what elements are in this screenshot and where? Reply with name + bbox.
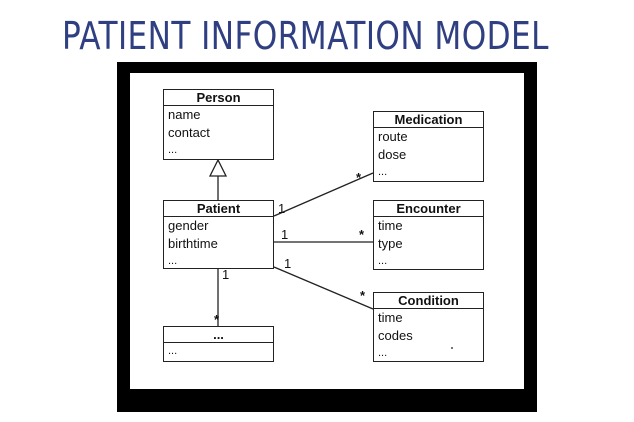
patient-condition-connector bbox=[273, 266, 374, 310]
encounter-attribute-type: type bbox=[378, 236, 403, 251]
condition-attribute-more: ... bbox=[378, 347, 388, 359]
connector-layer bbox=[208, 158, 374, 326]
condition-target-multiplicity: * bbox=[360, 288, 366, 303]
person-attributes: name contact ... bbox=[164, 106, 273, 160]
patient-attribute-more: ... bbox=[168, 255, 178, 267]
patient-attribute-birthtime: birthtime bbox=[168, 236, 218, 251]
condition-attributes: time codes ... bbox=[374, 309, 483, 363]
other-target-multiplicity: * bbox=[214, 312, 220, 327]
other-patient-multiplicity: 1 bbox=[222, 267, 230, 282]
condition-class-name: Condition bbox=[374, 293, 483, 309]
page-title: PATIENT INFORMATION MODEL bbox=[62, 14, 549, 58]
medication-class: Medication route dose ... bbox=[373, 111, 484, 182]
medication-attribute-dose: dose bbox=[378, 147, 407, 162]
unnamed-class: ... ... bbox=[163, 326, 274, 362]
person-attribute-name: name bbox=[168, 107, 201, 122]
medication-attribute-route: route bbox=[378, 129, 408, 144]
person-class-name: Person bbox=[164, 90, 273, 106]
medication-patient-multiplicity: 1 bbox=[278, 201, 286, 216]
encounter-class: Encounter time type ... bbox=[373, 200, 484, 270]
inheritance-arrow bbox=[208, 158, 228, 177]
unnamed-class-name: ... bbox=[164, 327, 273, 343]
medication-class-name: Medication bbox=[374, 112, 483, 128]
patient-medication-connector bbox=[273, 172, 374, 217]
medication-attributes: route dose ... bbox=[374, 128, 483, 182]
encounter-attribute-more: ... bbox=[378, 255, 388, 267]
condition-class: Condition time codes ... bbox=[373, 292, 484, 362]
patient-attribute-gender: gender bbox=[168, 218, 209, 233]
encounter-attributes: time type ... bbox=[374, 217, 483, 271]
decorative-dot bbox=[451, 347, 453, 349]
medication-target-multiplicity: * bbox=[356, 170, 362, 185]
patient-attributes: gender birthtime ... bbox=[164, 217, 273, 271]
encounter-target-multiplicity: * bbox=[359, 227, 365, 242]
unnamed-class-attributes: ... bbox=[164, 343, 273, 361]
unnamed-class-attribute-more: ... bbox=[168, 345, 178, 357]
medication-attribute-more: ... bbox=[378, 166, 388, 178]
diagram-frame: Person name contact ... Patient gender b… bbox=[117, 62, 537, 412]
patient-class-name: Patient bbox=[164, 201, 273, 217]
person-class: Person name contact ... bbox=[163, 89, 274, 160]
patient-class: Patient gender birthtime ... bbox=[163, 200, 274, 269]
condition-attribute-time: time bbox=[378, 310, 403, 325]
condition-patient-multiplicity: 1 bbox=[284, 256, 292, 271]
encounter-class-name: Encounter bbox=[374, 201, 483, 217]
uml-class-diagram: Person name contact ... Patient gender b… bbox=[130, 73, 524, 389]
person-attribute-contact: contact bbox=[168, 125, 210, 140]
encounter-patient-multiplicity: 1 bbox=[281, 227, 289, 242]
condition-attribute-codes: codes bbox=[378, 328, 413, 343]
encounter-attribute-time: time bbox=[378, 218, 403, 233]
person-attribute-more: ... bbox=[168, 144, 178, 156]
